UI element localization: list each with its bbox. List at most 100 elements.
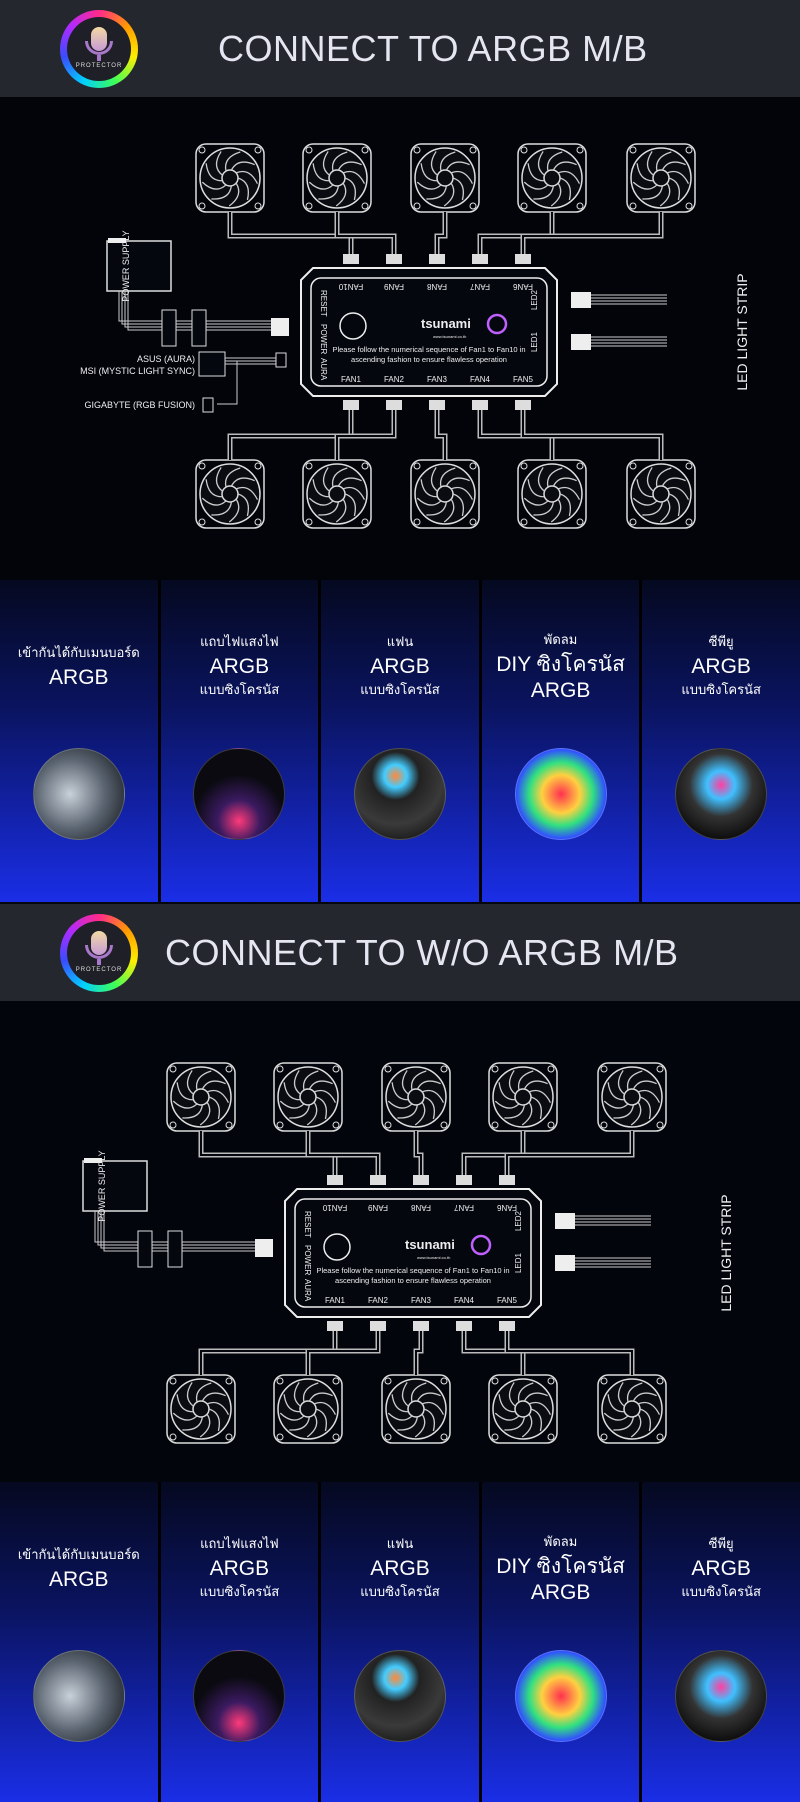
fan-icon — [597, 1062, 667, 1132]
card-text-line: แบบซิงโครนัส — [681, 1585, 761, 1600]
card-text-line: แบบซิงโครนัส — [360, 1585, 440, 1600]
card-text-line: ARGB — [691, 1557, 751, 1580]
controller-hub — [284, 1188, 542, 1318]
brand-logo: tsunami — [421, 316, 471, 331]
fan-icon — [195, 143, 265, 213]
diy-led-image — [514, 748, 607, 840]
led-port-label: LED1 — [514, 1252, 523, 1273]
port-label: FAN1 — [325, 1296, 346, 1305]
brand-logo: tsunami — [405, 1237, 455, 1252]
feature-card: แฟน ARGB แบบซิงโครนัส — [321, 1482, 479, 1802]
reset-button — [323, 1233, 351, 1261]
card-text-line: ARGB — [209, 1557, 270, 1580]
port-label: FAN8 — [426, 282, 447, 291]
side-label: RESET — [319, 290, 328, 317]
port-label: FAN10 — [338, 282, 363, 291]
fan-icon — [488, 1062, 558, 1132]
cable — [334, 404, 397, 460]
card-text-line: ซีพียู — [708, 1537, 734, 1552]
side-label: RESET — [303, 1211, 312, 1238]
power-supply-label: POWER SUPPLY — [121, 230, 131, 301]
card-text-line: ARGB — [530, 1581, 591, 1604]
instruction-text: ascending fashion to ensure flawless ope… — [351, 355, 507, 364]
fan-icon — [273, 1062, 343, 1132]
cable — [434, 404, 448, 460]
fan-icon — [166, 1062, 236, 1132]
fan-icon — [410, 143, 480, 213]
fan-icon — [273, 1374, 343, 1444]
card-text-line: แฟน — [386, 1537, 414, 1552]
card-text-line: พัดลม — [543, 633, 578, 648]
cpu-cooler-image — [675, 748, 768, 840]
card-text-line: ARGB — [49, 1568, 109, 1591]
brand-url: www.tsunami.co.th — [433, 334, 466, 339]
motherboard-image — [32, 1650, 125, 1742]
argb-fans-image — [353, 1650, 446, 1742]
card-text-line: ซีพียู — [708, 635, 734, 650]
port-label: FAN9 — [383, 282, 404, 291]
cable — [227, 404, 354, 460]
port-label: FAN4 — [470, 375, 491, 384]
fan-icon — [517, 459, 587, 529]
msi-label: MSI (MYSTIC LIGHT SYNC) — [80, 366, 195, 376]
power-supply-box — [82, 1160, 148, 1212]
feature-card: ซีพียู ARGB แบบซิงโครนัส — [642, 1482, 800, 1802]
logo-text: PROTECTOR — [75, 63, 123, 69]
card-text-line: แบบซิงโครนัส — [681, 683, 761, 698]
port-label: FAN8 — [410, 1203, 431, 1212]
cpu-cooler-image — [675, 1650, 768, 1742]
port-label: FAN3 — [427, 375, 448, 384]
cable — [520, 404, 664, 460]
logo-text: PROTECTOR — [75, 967, 123, 973]
protector-logo: PROTECTOR — [60, 10, 138, 88]
section-header: PROTECTOR CONNECT TO ARGB M/B — [0, 0, 800, 97]
fan-icon — [410, 459, 480, 529]
card-text-line: แบบซิงโครนัส — [199, 683, 280, 698]
card-text-line: แบบซิงโครนัส — [199, 1585, 280, 1600]
cable — [477, 404, 555, 460]
fan-icon — [597, 1374, 667, 1444]
port-label: FAN5 — [497, 1296, 518, 1305]
port-label: FAN9 — [367, 1203, 388, 1212]
argb-fans-image — [353, 748, 446, 840]
led-strip-label: LED LIGHT STRIP — [734, 273, 750, 390]
card-text-line: ARGB — [370, 655, 430, 678]
led-strip-case-image — [193, 1650, 286, 1742]
fan-icon — [517, 143, 587, 213]
led-strip-case-image — [193, 748, 286, 840]
instruction-text: ascending fashion to ensure flawless ope… — [335, 1276, 491, 1285]
card-text-line: แฟน — [386, 635, 414, 650]
card-text-line: แบบซิงโครนัส — [360, 683, 440, 698]
protector-logo-icon — [470, 1234, 492, 1256]
port-label: FAN6 — [512, 282, 533, 291]
led-port-label: LED1 — [530, 331, 539, 352]
fan-icon — [626, 459, 696, 529]
port-label: FAN10 — [322, 1203, 347, 1212]
port-label: FAN5 — [513, 375, 534, 384]
led-port-label: LED2 — [514, 1210, 523, 1231]
card-text-line: ARGB — [370, 1557, 430, 1580]
port-label: FAN2 — [384, 375, 405, 384]
instruction-text: Please follow the numerical sequence of … — [316, 1266, 509, 1275]
section-title: CONNECT TO ARGB M/B — [218, 28, 648, 69]
fan-icon — [488, 1374, 558, 1444]
port-label: FAN3 — [411, 1296, 432, 1305]
feature-card: แฟน ARGB แบบซิงโครนัส — [321, 580, 479, 902]
protector-logo: PROTECTOR — [60, 914, 138, 992]
instruction-text: Please follow the numerical sequence of … — [332, 345, 525, 354]
fan-icon — [302, 459, 372, 529]
diy-led-image — [514, 1650, 607, 1742]
side-label: POWER — [303, 1245, 312, 1275]
card-text-line: DIY ซิงโครนัส — [496, 653, 625, 676]
led-port-label: LED2 — [530, 289, 539, 310]
